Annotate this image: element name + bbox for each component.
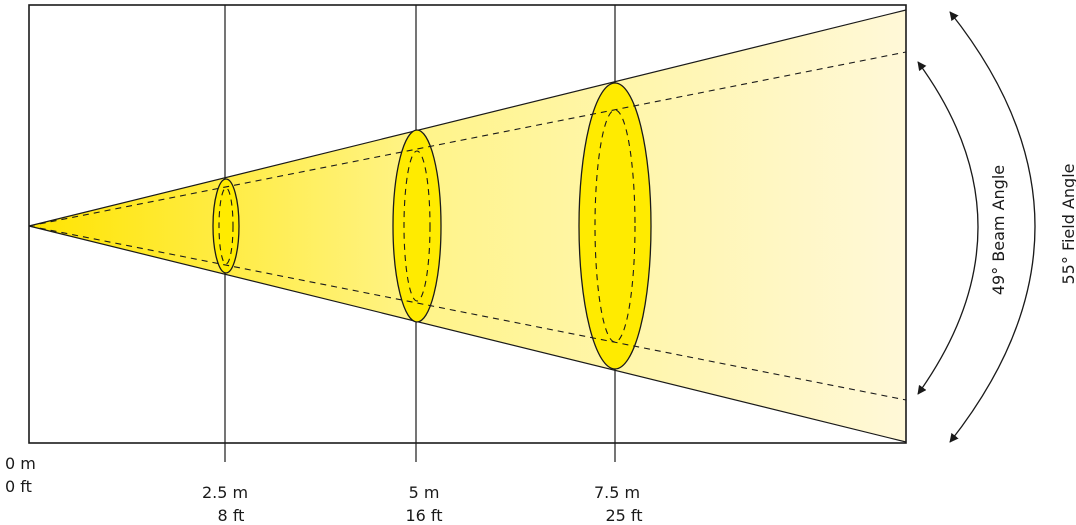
field-edge-bottom — [28, 225, 907, 443]
distance-m-label-2-5: 2.5 m — [202, 483, 248, 502]
distance-ft-label-0: 0 ft — [5, 477, 32, 496]
distance-m-label-7-5: 7.5 m — [594, 483, 640, 502]
field-edge-top — [28, 9, 907, 227]
distance-m-label-5: 5 m — [409, 483, 440, 502]
beam-angle-arc — [917, 61, 979, 395]
diagram-frame — [28, 4, 907, 444]
field-cone — [29, 10, 906, 442]
distance-ft-label-2-5: 8 ft — [218, 506, 245, 525]
spot-5m — [392, 129, 442, 323]
distance-ft-label-5: 16 ft — [405, 506, 442, 525]
distance-m-label-0: 0 m — [5, 454, 36, 473]
spot-7-5m — [578, 82, 652, 370]
distance-ft-label-7-5: 25 ft — [605, 506, 642, 525]
beam-spot-2-5m — [218, 187, 234, 265]
beam-spot-7-5m — [594, 109, 636, 343]
beam-angle-label: 49° Beam Angle — [989, 165, 1008, 295]
spot-2-5m — [212, 178, 240, 274]
beam-spot-5m — [403, 150, 431, 302]
field-angle-label: 55° Field Angle — [1059, 164, 1076, 285]
field-angle-arc — [949, 11, 1036, 443]
